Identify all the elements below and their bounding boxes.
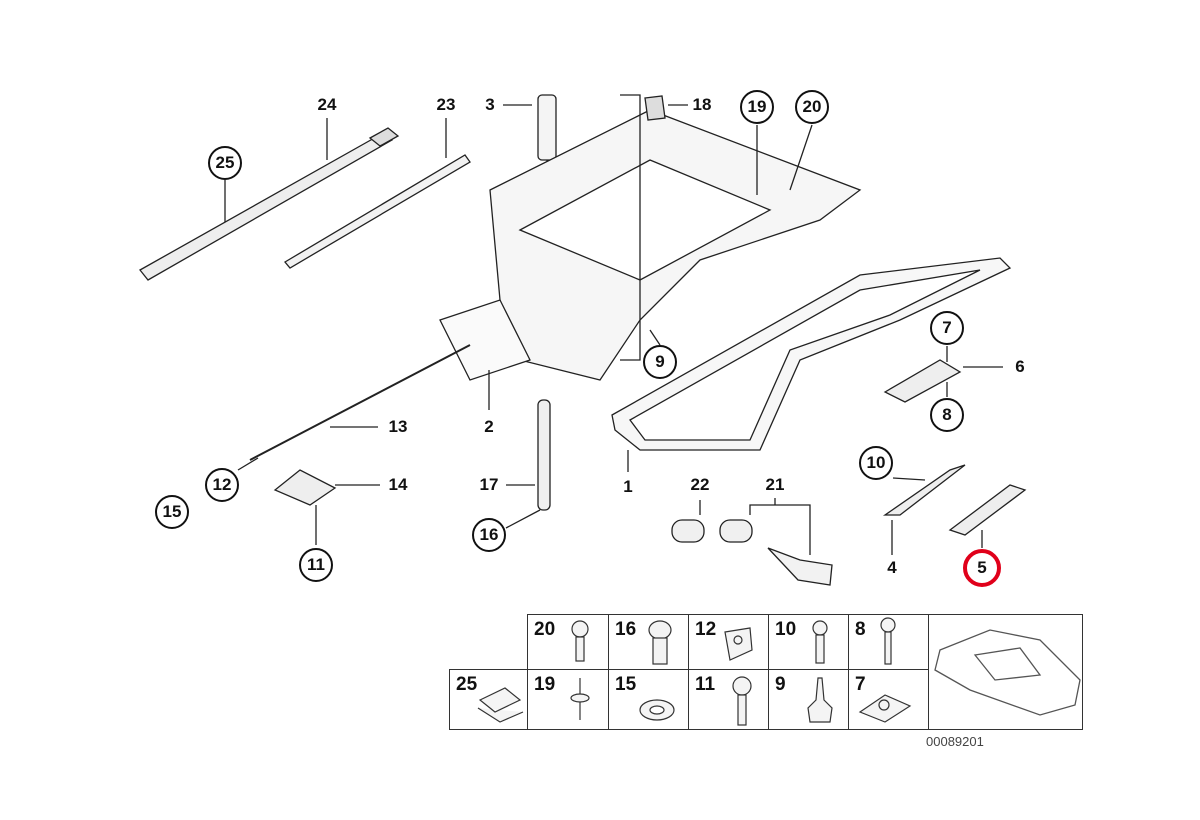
callout-1[interactable]: 1 (623, 477, 633, 496)
callout-23[interactable]: 23 (436, 95, 456, 114)
fastener-number: 7 (855, 674, 866, 695)
callout-4[interactable]: 4 (887, 558, 897, 577)
fastener-number: 25 (456, 674, 478, 695)
callout-13[interactable]: 13 (388, 417, 408, 436)
fastener-number: 8 (855, 619, 866, 640)
callout-9[interactable]: 9 (643, 345, 677, 379)
callout-8[interactable]: 8 (930, 398, 964, 432)
fastener-number: 10 (775, 619, 797, 640)
fastener-number: 12 (695, 619, 717, 640)
callout-6[interactable]: 6 (1015, 357, 1025, 376)
diagram-code: 00089201 (926, 734, 984, 749)
strut-part-17 (505, 399, 551, 529)
callout-18[interactable]: 18 (692, 95, 712, 114)
latch-part-6 (883, 346, 1003, 403)
glovebox-lid-part-1 (611, 257, 1012, 472)
fastener-number: 19 (534, 674, 556, 695)
callout-16[interactable]: 16 (472, 518, 506, 552)
clip-part-14 (273, 469, 380, 545)
callout-24[interactable]: 24 (317, 95, 337, 114)
fastener-number: 15 (615, 674, 637, 695)
callout-11[interactable]: 11 (299, 548, 333, 582)
callout-22[interactable]: 22 (690, 475, 710, 494)
rail-part-24-25 (139, 118, 400, 281)
callout-2[interactable]: 2 (484, 417, 494, 436)
callout-14[interactable]: 14 (388, 475, 408, 494)
callout-12[interactable]: 12 (205, 468, 239, 502)
callout-17[interactable]: 17 (479, 475, 499, 494)
callout-3[interactable]: 3 (485, 95, 495, 114)
callout-7[interactable]: 7 (930, 311, 964, 345)
callout-5-highlighted[interactable]: 5 (963, 549, 1001, 587)
fastener-number: 9 (775, 674, 786, 695)
callout-15[interactable]: 15 (155, 495, 189, 529)
rod-part-13 (237, 344, 471, 471)
rail-part-23 (284, 118, 471, 269)
fastener-number: 20 (534, 619, 556, 640)
handle-parts-4-5 (882, 464, 1027, 555)
fastener-number: 11 (695, 674, 716, 695)
callout-19[interactable]: 19 (740, 90, 774, 124)
callout-10[interactable]: 10 (859, 446, 893, 480)
fastener-number: 16 (615, 619, 637, 640)
callout-20[interactable]: 20 (795, 90, 829, 124)
car-illustration (934, 629, 1081, 716)
callout-21[interactable]: 21 (765, 475, 785, 494)
glovebox-housing-part-2 (439, 94, 862, 410)
callout-25[interactable]: 25 (208, 146, 242, 180)
lock-cylinder-parts-21-22 (671, 498, 833, 586)
fastener-cell-7[interactable]: 7 (848, 669, 929, 730)
